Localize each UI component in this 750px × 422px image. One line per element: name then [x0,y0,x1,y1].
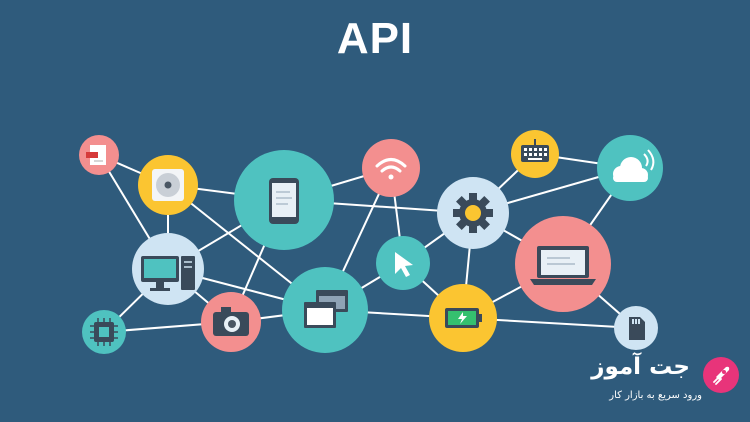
node-keyboard [511,130,559,178]
node-cursor [376,236,430,290]
keyboard-icon [521,139,549,162]
node-phone [234,150,334,250]
node-gear [437,177,509,249]
node-desktop [132,233,204,305]
battery-icon [445,308,482,328]
node-sdcard [614,306,658,350]
windows-icon [304,290,348,328]
node-document [79,135,119,175]
desktop-computer-icon [141,256,195,291]
logo-name: جت آموز [591,354,690,380]
node-windows [282,267,368,353]
document-icon [86,145,106,165]
cloud-icon [613,149,655,182]
cursor-icon [395,252,413,277]
node-camera [201,292,261,352]
smartphone-icon [269,178,299,224]
node-battery [429,284,497,352]
node-disc [138,155,198,215]
laptop-icon [530,246,596,285]
wifi-icon [375,158,407,180]
sd-card-icon [629,317,645,340]
chip-icon [90,318,118,346]
disc-icon [152,169,184,201]
camera-icon [213,307,249,336]
logo-tagline: ورود سریع به بازار کار [609,390,702,401]
node-chip [82,310,126,354]
gear-icon [453,193,493,233]
node-cloud [597,135,663,201]
node-wifi [362,139,420,197]
title: API [336,14,414,63]
rocket-icon [703,357,739,393]
node-laptop [515,216,611,312]
brand-logo: جت آموز ورود سریع به بازار کار [591,352,746,412]
